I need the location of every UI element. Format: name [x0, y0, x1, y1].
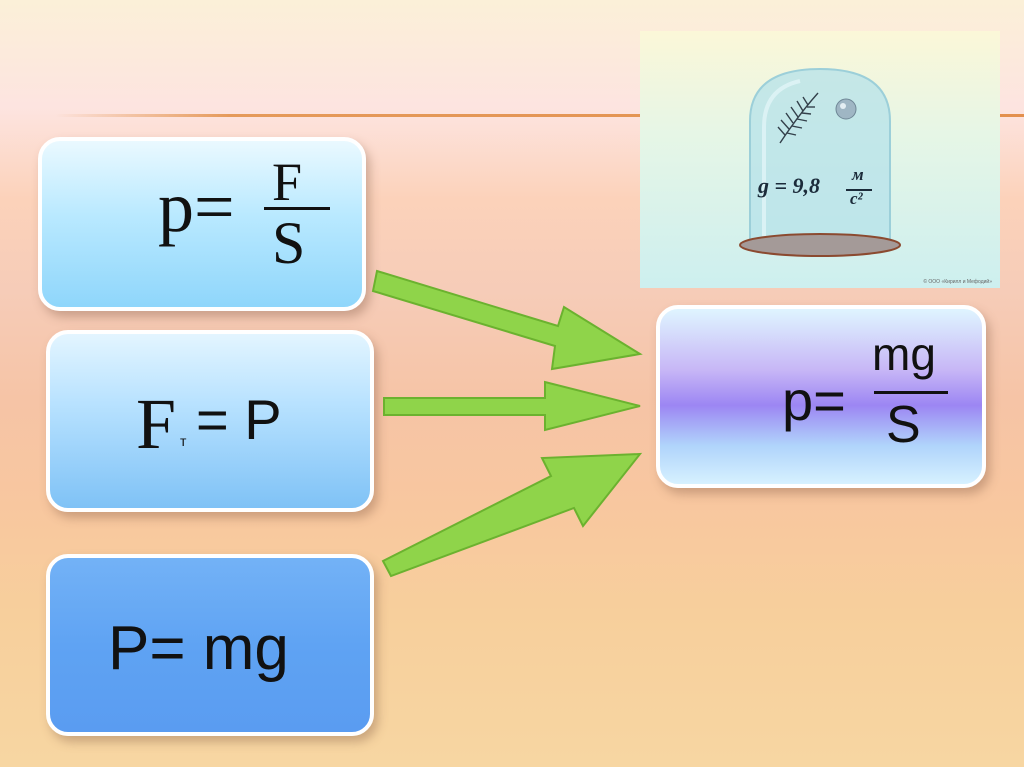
- gravity-unit-numerator: м: [852, 165, 864, 184]
- gravity-force-rhs: = P: [196, 388, 282, 451]
- pressure-fraction-bar: [264, 207, 330, 210]
- gravity-unit-denominator: с²: [850, 189, 863, 208]
- gravity-force-card: F т = P: [46, 330, 374, 512]
- gravity-force-subscript: т: [180, 433, 187, 449]
- result-denominator: S: [886, 396, 921, 454]
- arrow-lower: [381, 452, 643, 578]
- bell-jar-illustration: g = 9,8 м с² © ООО «Кирилл и Мефодий»: [640, 31, 1000, 288]
- pressure-formula-card: p= F S: [38, 137, 366, 311]
- result-fraction-bar: [874, 391, 948, 394]
- weight-formula-card: P= mg: [46, 554, 374, 736]
- ball-icon: [835, 98, 857, 120]
- pressure-lhs: p=: [158, 167, 235, 247]
- accent-divider-line: [55, 114, 1024, 117]
- illustration-credit: © ООО «Кирилл и Мефодий»: [923, 279, 992, 285]
- result-numerator: mg: [872, 328, 936, 380]
- bell-jar-base: [739, 233, 901, 257]
- pressure-numerator: F: [272, 152, 303, 212]
- weight-formula-text: P= mg: [108, 614, 289, 683]
- result-lhs: p=: [782, 369, 846, 432]
- gravity-unit-bar: [846, 189, 872, 191]
- arrow-middle: [383, 380, 641, 432]
- arrow-upper: [371, 269, 643, 371]
- gravity-force-symbol: F: [136, 384, 177, 464]
- result-formula-card: p= mg S: [656, 305, 986, 488]
- bell-jar-drawing: [739, 67, 901, 257]
- bell-jar-highlight: [762, 79, 801, 236]
- pressure-denominator: S: [272, 210, 306, 276]
- feather-icon: [777, 92, 819, 144]
- gravity-acceleration-text: g = 9,8: [758, 173, 821, 198]
